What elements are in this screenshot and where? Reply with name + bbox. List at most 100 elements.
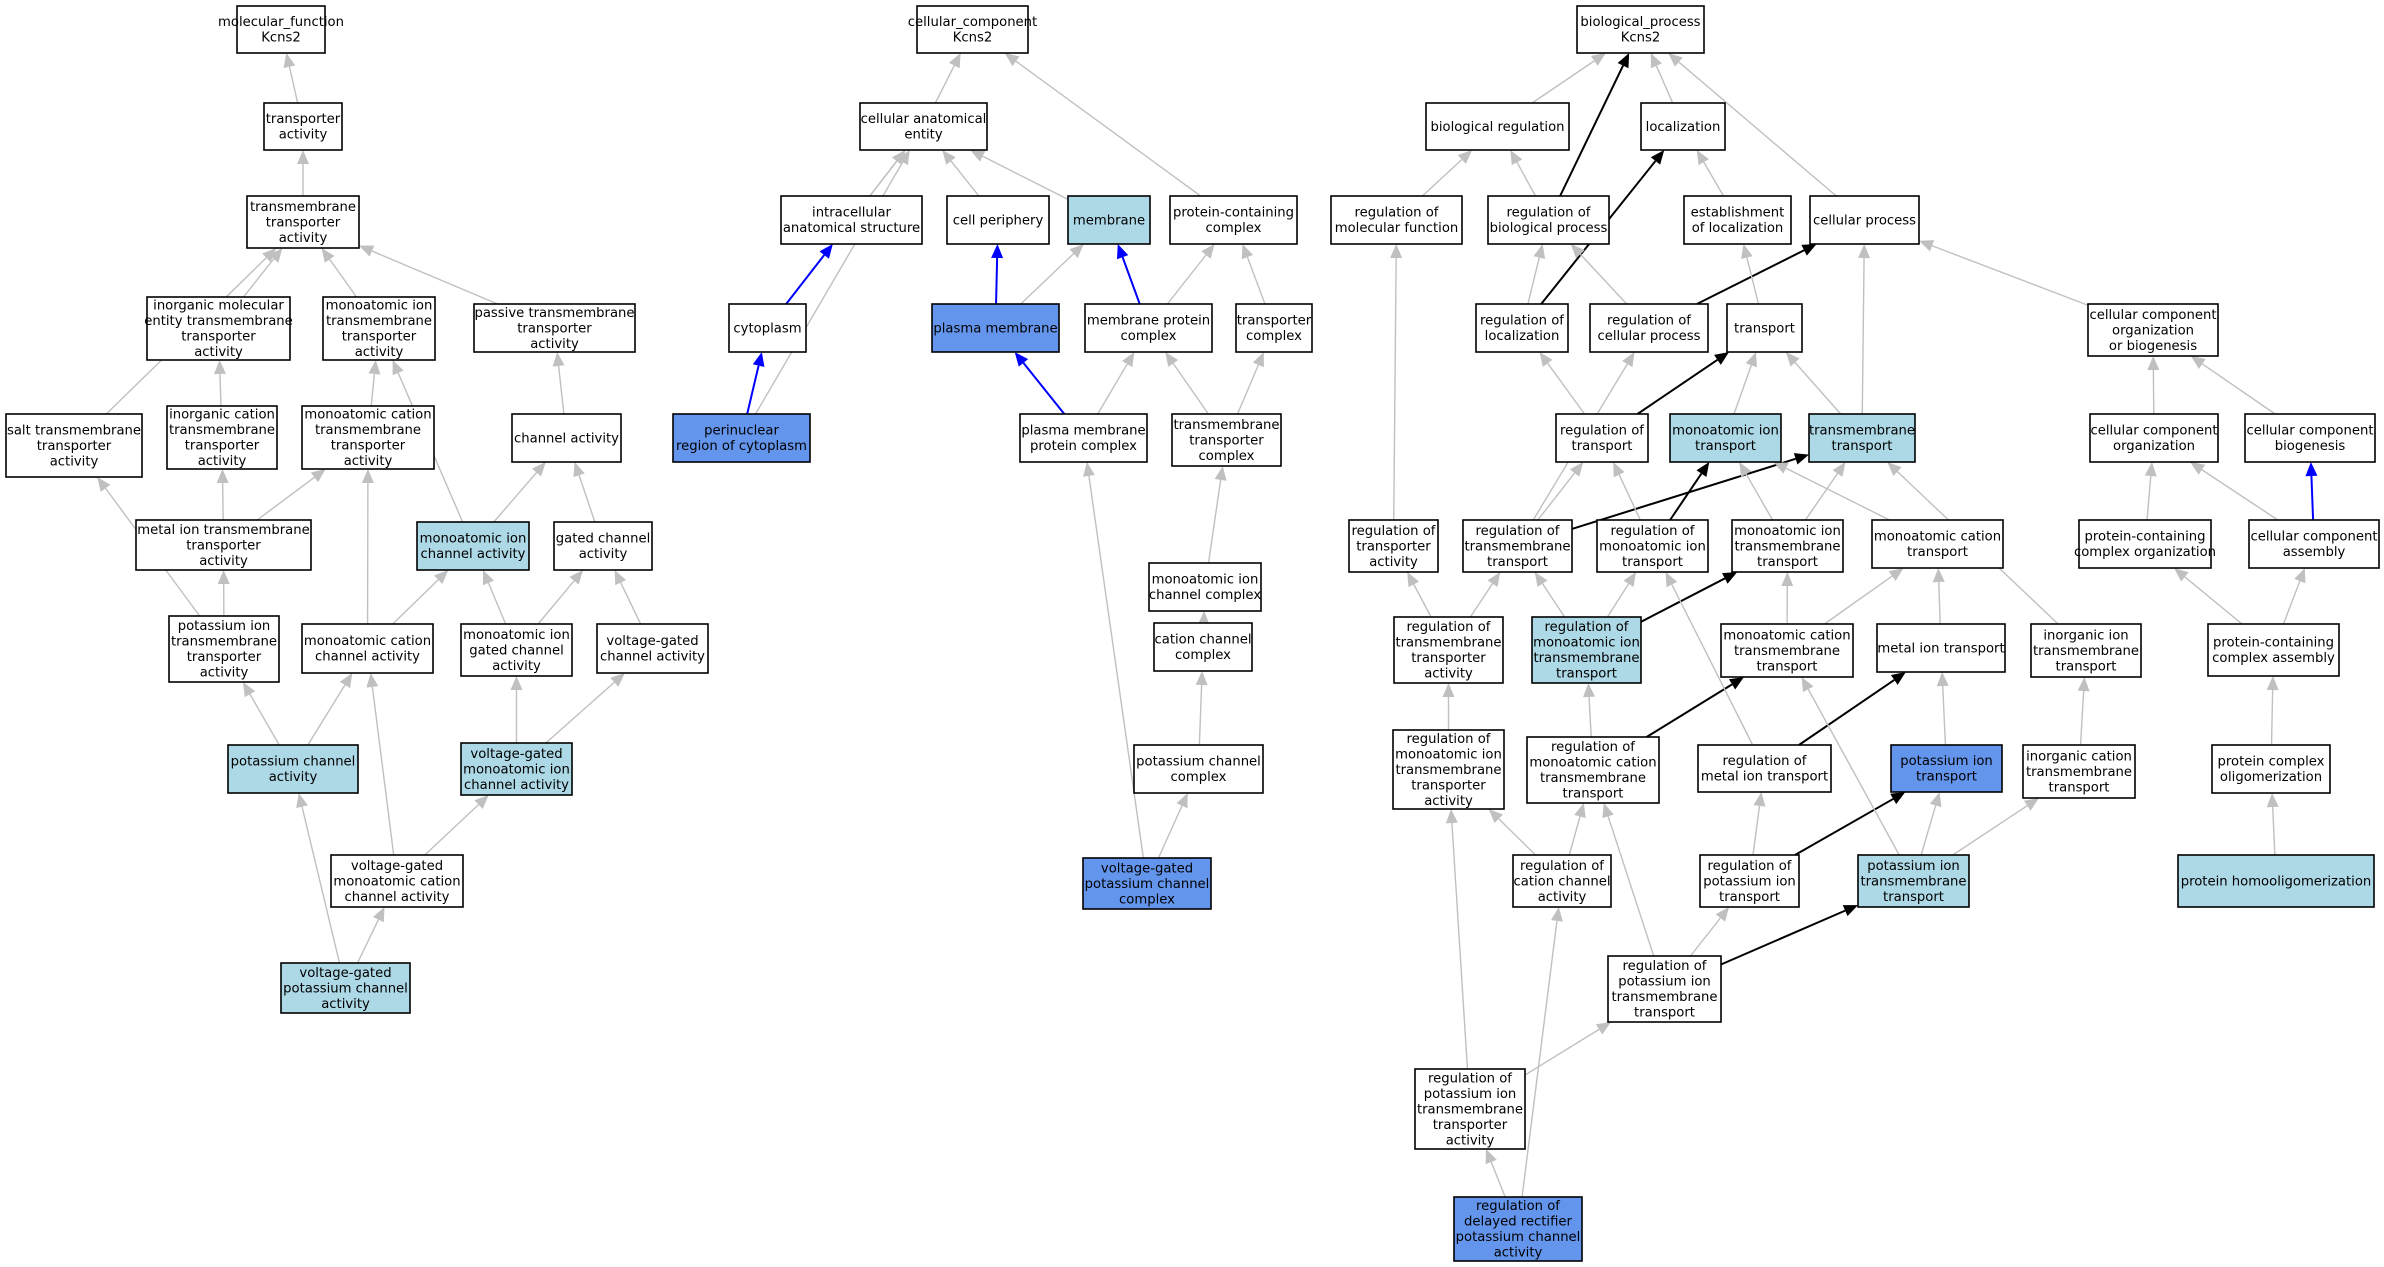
- node-box: [931, 303, 1060, 353]
- node-monoatomic-ion-tm-activity[interactable]: monoatomic iontransmembranetransporterac…: [322, 296, 436, 361]
- node-label-line: transmembrane: [2026, 765, 2132, 780]
- node-cellular-process[interactable]: cellular process: [1809, 195, 1920, 245]
- node-box: [1082, 857, 1212, 910]
- node-potassium-ion-tm[interactable]: potassium iontransmembranetransporteract…: [168, 615, 280, 683]
- node-cell-periphery[interactable]: cell periphery: [946, 195, 1050, 245]
- node-membrane[interactable]: membrane: [1067, 195, 1151, 245]
- node-mono-cation-tm-activity[interactable]: monoatomic cationtransmembranetransporte…: [301, 405, 435, 470]
- arrowhead: [1534, 572, 1548, 587]
- node-label-line: monoatomic ion: [1599, 539, 1706, 554]
- node-label-line: transporter: [1189, 433, 1264, 448]
- node-plasma-membrane[interactable]: plasma membrane: [931, 303, 1060, 353]
- node-metal-ion-transport[interactable]: metal ion transport: [1876, 623, 2006, 673]
- node-box: [780, 195, 923, 245]
- node-cytoplasm[interactable]: cytoplasm: [728, 303, 807, 353]
- arrowhead: [1801, 677, 1814, 693]
- node-biological-regulation[interactable]: biological regulation: [1425, 102, 1570, 151]
- edge-line: [1097, 363, 1128, 415]
- arrowhead: [242, 682, 256, 698]
- node-localization[interactable]: localization: [1640, 102, 1726, 151]
- edge-line: [1015, 60, 1202, 197]
- node-reg-tm-transporter-activity[interactable]: regulation oftransmembranetransporteract…: [1393, 616, 1504, 684]
- edge-line: [329, 258, 358, 298]
- node-label-line: plasma membrane: [1021, 424, 1145, 439]
- edge-vg_potassium_channel_activity-to-vg_mono_cation_channel: [356, 907, 385, 964]
- edge-transmembrane_transport-to-cellular_process: [1858, 244, 1871, 415]
- arrowhead: [474, 795, 489, 809]
- node-label-line: transport: [1734, 321, 1795, 336]
- node-metal-ion-tm[interactable]: metal ion transmembranetransporteractivi…: [135, 519, 312, 571]
- node-channel-activity[interactable]: channel activity: [511, 413, 622, 463]
- node-protein-homooligomerization[interactable]: protein homooligomerization: [2177, 854, 2375, 908]
- node-label-line: transmembrane: [2033, 644, 2139, 659]
- node-label-line: cellular component: [2090, 424, 2217, 439]
- edge-reg_tm_transporter_activity-to-reg_transporter_activity: [1407, 572, 1432, 618]
- node-inorg-cation-tm[interactable]: inorganic cationtransmembranetransporter…: [166, 405, 278, 470]
- node-transport[interactable]: transport: [1726, 303, 1803, 353]
